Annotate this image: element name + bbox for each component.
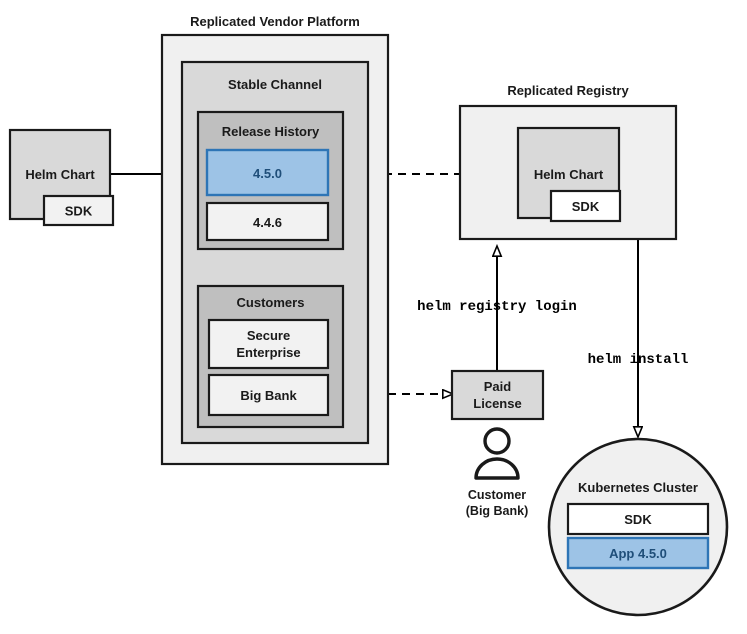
replicated-registry-title: Replicated Registry bbox=[507, 83, 629, 98]
customer-actor-line1: Customer bbox=[468, 488, 526, 502]
customers-group[interactable]: Customers Secure Enterprise Big Bank bbox=[196, 284, 345, 429]
cluster-component-app[interactable]: App 4.5.0 bbox=[566, 536, 710, 570]
paid-license-line1: Paid bbox=[484, 379, 512, 394]
kubernetes-cluster[interactable]: Kubernetes Cluster SDK App 4.5.0 bbox=[547, 437, 729, 617]
replicated-registry[interactable]: Replicated Registry Helm Chart SDK bbox=[458, 83, 678, 241]
customer-actor: Customer (Big Bank) bbox=[466, 427, 529, 518]
release-item-450[interactable]: 4.5.0 bbox=[205, 148, 330, 197]
customer-item-big-bank-label: Big Bank bbox=[240, 388, 297, 403]
stable-channel[interactable]: Stable Channel Release History 4.5.0 4.4… bbox=[180, 60, 370, 445]
source-helm-chart[interactable]: Helm Chart SDK bbox=[8, 128, 115, 227]
source-helm-chart-sdk[interactable]: SDK bbox=[42, 194, 115, 227]
customers-title: Customers bbox=[237, 295, 305, 310]
kubernetes-cluster-title: Kubernetes Cluster bbox=[578, 480, 698, 495]
customer-actor-line2: (Big Bank) bbox=[466, 504, 529, 518]
customer-item-secure-enterprise-line2: Enterprise bbox=[236, 345, 300, 360]
source-helm-chart-label: Helm Chart bbox=[25, 167, 95, 182]
release-history-group[interactable]: Release History 4.5.0 4.4.6 bbox=[196, 110, 345, 251]
release-item-450-label: 4.5.0 bbox=[253, 166, 282, 181]
customer-item-secure-enterprise-line1: Secure bbox=[247, 328, 290, 343]
source-helm-chart-sdk-label: SDK bbox=[65, 204, 93, 219]
customer-item-secure-enterprise[interactable]: Secure Enterprise bbox=[207, 318, 330, 370]
paid-license-line2: License bbox=[473, 396, 521, 411]
release-item-446[interactable]: 4.4.6 bbox=[205, 201, 330, 242]
customer-item-big-bank[interactable]: Big Bank bbox=[207, 373, 330, 417]
command-helm-registry-login: helm registry login bbox=[417, 299, 577, 315]
registry-helm-chart-label: Helm Chart bbox=[534, 167, 604, 182]
cluster-component-sdk-label: SDK bbox=[624, 512, 652, 527]
release-history-title: Release History bbox=[222, 124, 320, 139]
person-icon bbox=[474, 427, 520, 480]
registry-helm-chart-sdk-label: SDK bbox=[572, 199, 600, 214]
stable-channel-title: Stable Channel bbox=[228, 77, 322, 92]
registry-helm-chart[interactable]: Helm Chart SDK bbox=[516, 126, 622, 223]
command-helm-install: helm install bbox=[588, 352, 689, 368]
cluster-component-app-label: App 4.5.0 bbox=[609, 546, 667, 561]
cluster-component-sdk[interactable]: SDK bbox=[566, 502, 710, 536]
registry-helm-chart-sdk[interactable]: SDK bbox=[549, 189, 622, 223]
vendor-platform-title: Replicated Vendor Platform bbox=[190, 14, 360, 29]
vendor-platform[interactable]: Replicated Vendor Platform Stable Channe… bbox=[160, 14, 390, 466]
release-item-446-label: 4.4.6 bbox=[253, 215, 282, 230]
paid-license[interactable]: Paid License bbox=[450, 369, 545, 421]
